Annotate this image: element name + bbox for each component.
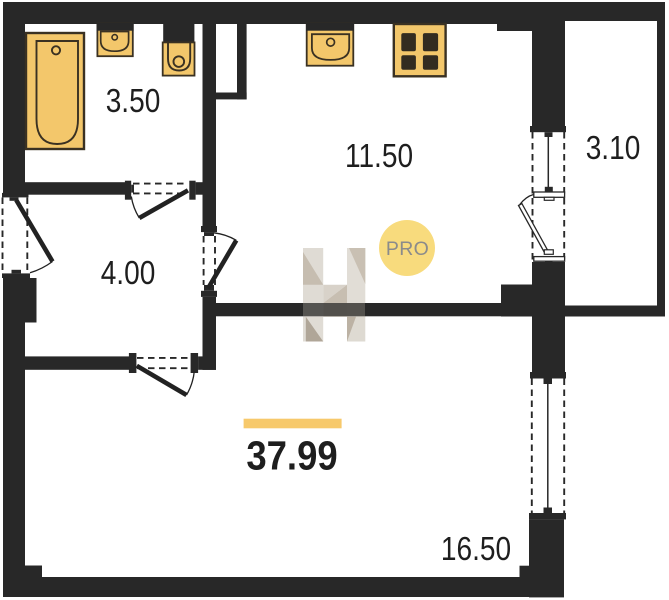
svg-text:PRO: PRO bbox=[386, 238, 429, 260]
